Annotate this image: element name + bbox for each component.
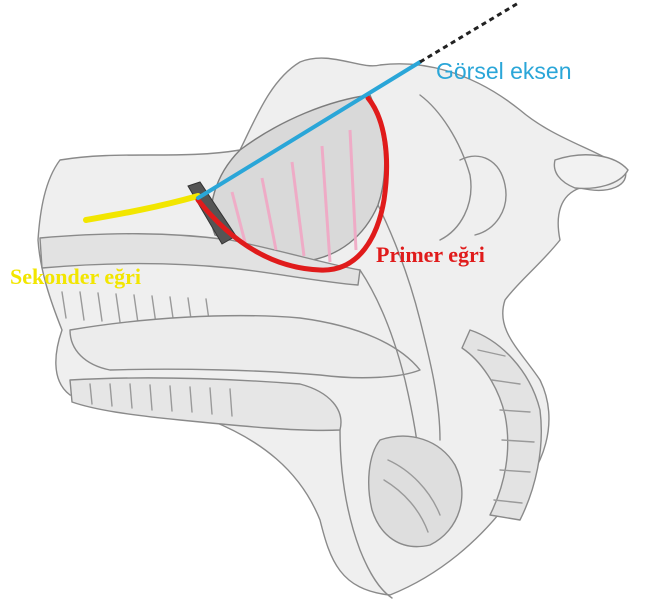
anatomy-sketch — [38, 58, 628, 598]
visual-axis-extension — [420, 2, 520, 62]
visual-axis-label: Görsel eksen — [436, 60, 572, 83]
secondary-curve-label: Sekonder eğri — [10, 266, 141, 288]
primary-curve-label: Primer eğri — [376, 244, 485, 266]
